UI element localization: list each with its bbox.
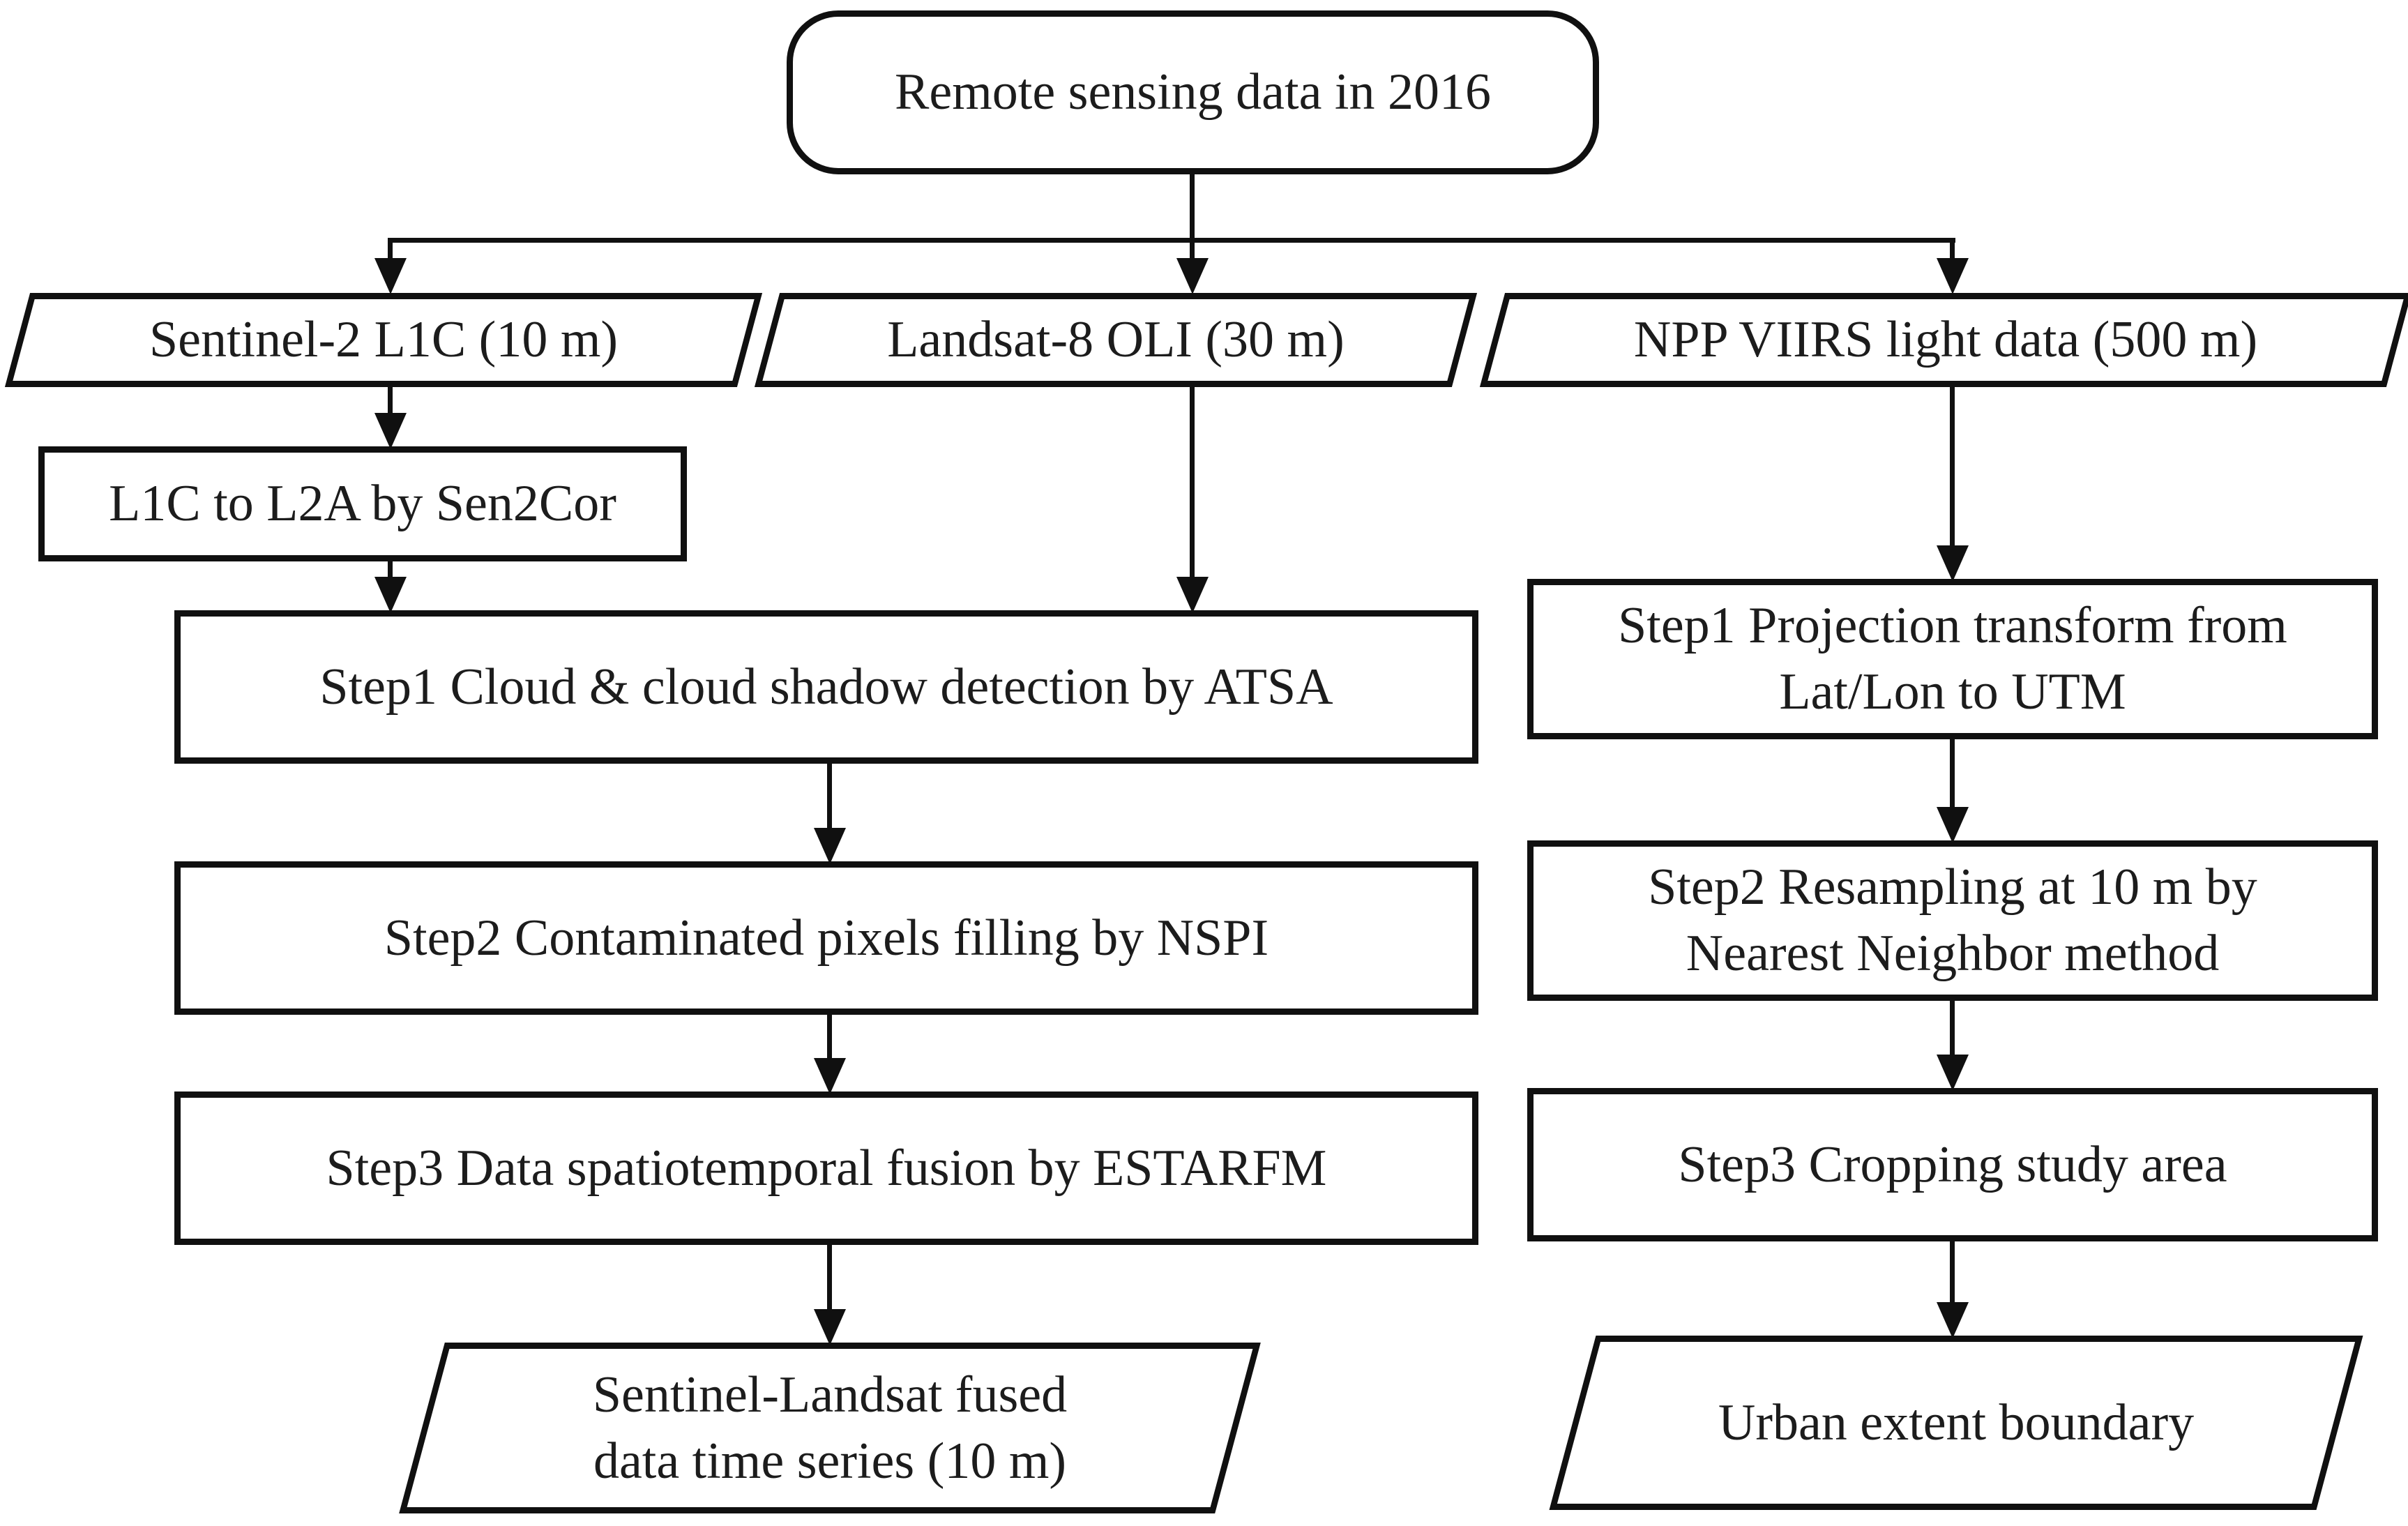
- node-left-step1: Step1 Cloud & cloud shadow detection by …: [174, 610, 1478, 764]
- node-landsat-label: Landsat-8 OLI (30 m): [887, 311, 1345, 369]
- arrow-branch-to-viirs-line: [1950, 241, 1955, 262]
- arrow-rstep3-to-urban-line: [1950, 1241, 1955, 1306]
- node-fused-output: Sentinel-Landsat fused data time series …: [399, 1343, 1261, 1513]
- node-source-label: Remote sensing data in 2016: [895, 63, 1491, 121]
- node-sentinel: Sentinel-2 L1C (10 m): [4, 293, 763, 387]
- node-sen2cor-label: L1C to L2A by Sen2Cor: [109, 475, 616, 533]
- node-left-step1-label: Step1 Cloud & cloud shadow detection by …: [319, 658, 1333, 716]
- node-right-step2: Step2 Resampling at 10 m by Nearest Neig…: [1527, 840, 2378, 1001]
- branch-line: [388, 238, 1955, 243]
- arrow-branch-to-sentinel-line: [388, 241, 393, 262]
- node-right-step3: Step3 Cropping study area: [1527, 1088, 2378, 1241]
- node-left-step3: Step3 Data spatiotemporal fusion by ESTA…: [174, 1091, 1478, 1245]
- arrow-sentinel-to-sen2cor-line: [388, 387, 393, 417]
- arrow-source-to-landsat-line: [1190, 174, 1195, 264]
- arrow-landsat-to-step1-line: [1190, 387, 1195, 582]
- node-right-step2-line1: Step2 Resampling at 10 m by: [1648, 859, 2257, 916]
- arrow-rstep2-to-rstep3-line: [1950, 1001, 1955, 1060]
- arrow-step2-to-step3-line: [827, 1015, 832, 1062]
- node-right-step1-line2: Lat/Lon to UTM: [1779, 663, 2126, 720]
- node-right-step1: Step1 Projection transform from Lat/Lon …: [1527, 579, 2378, 739]
- node-sen2cor: L1C to L2A by Sen2Cor: [38, 446, 687, 561]
- node-viirs: NPP VIIRS light data (500 m): [1479, 293, 2408, 387]
- node-left-step2-label: Step2 Contaminated pixels filling by NSP…: [384, 909, 1269, 967]
- node-fused-line2: data time series (10 m): [593, 1432, 1067, 1490]
- arrow-branch-to-viirs-head: [1937, 258, 1969, 294]
- node-right-step1-line1: Step1 Projection transform from: [1618, 597, 2287, 655]
- arrow-branch-to-sentinel-head: [374, 258, 407, 294]
- arrow-step1-to-step2-line: [827, 764, 832, 832]
- arrow-step3-to-fused-head: [814, 1309, 846, 1345]
- arrow-step3-to-fused-line: [827, 1245, 832, 1311]
- node-landsat: Landsat-8 OLI (30 m): [754, 293, 1478, 387]
- arrow-sen2cor-to-step1-head: [374, 577, 407, 613]
- arrow-source-to-landsat-head: [1176, 258, 1209, 294]
- arrow-viirs-to-rstep1-line: [1950, 387, 1955, 551]
- node-left-step2: Step2 Contaminated pixels filling by NSP…: [174, 861, 1478, 1015]
- arrow-sentinel-to-sen2cor-head: [374, 413, 407, 449]
- node-source: Remote sensing data in 2016: [787, 10, 1599, 174]
- arrow-rstep3-to-urban-head: [1937, 1302, 1969, 1338]
- arrow-landsat-to-step1-head: [1176, 577, 1209, 613]
- node-left-step3-label: Step3 Data spatiotemporal fusion by ESTA…: [326, 1139, 1327, 1197]
- arrow-step1-to-step2-head: [814, 828, 846, 864]
- node-sentinel-label: Sentinel-2 L1C (10 m): [149, 311, 619, 369]
- arrow-viirs-to-rstep1-head: [1937, 545, 1969, 582]
- arrow-sen2cor-to-step1-line: [388, 561, 393, 581]
- arrow-rstep1-to-rstep2-line: [1950, 739, 1955, 811]
- node-urban-output: Urban extent boundary: [1549, 1336, 2363, 1510]
- node-right-step3-label: Step3 Cropping study area: [1678, 1135, 2227, 1193]
- node-urban-label: Urban extent boundary: [1718, 1393, 2195, 1451]
- node-viirs-label: NPP VIIRS light data (500 m): [1633, 311, 2258, 369]
- arrow-step2-to-step3-head: [814, 1058, 846, 1094]
- arrow-rstep2-to-rstep3-head: [1937, 1055, 1969, 1091]
- arrow-rstep1-to-rstep2-head: [1937, 807, 1969, 843]
- node-right-step2-line2: Nearest Neighbor method: [1686, 925, 2220, 982]
- node-fused-line1: Sentinel-Landsat fused: [592, 1366, 1068, 1423]
